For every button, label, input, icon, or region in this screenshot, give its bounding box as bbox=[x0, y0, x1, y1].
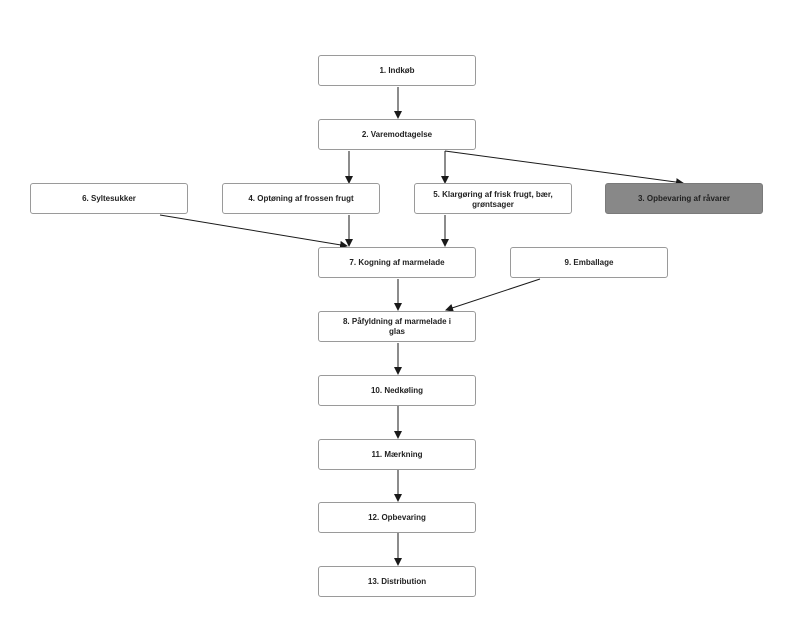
step-13-box: 13. Distribution bbox=[318, 566, 476, 597]
step-4-box: 4. Optøning af frossen frugt bbox=[222, 183, 380, 214]
step-5-label: 5. Klargøring af frisk frugt, bær, grønt… bbox=[433, 190, 553, 209]
step-11-label: 11. Mærkning bbox=[371, 449, 423, 459]
step-8-box: 8. Påfyldning af marmelade i glas bbox=[318, 311, 476, 342]
step-10-box: 10. Nedkøling bbox=[318, 375, 476, 406]
step-1-label: 1. Indkøb bbox=[379, 65, 415, 75]
step-12-box: 12. Opbevaring bbox=[318, 502, 476, 533]
step-13-label: 13. Distribution bbox=[367, 576, 427, 586]
step-6-box: 6. Syltesukker bbox=[30, 183, 188, 214]
step-3-label: 3. Opbevaring af råvarer bbox=[637, 193, 731, 203]
arrow-2-to-3 bbox=[444, 150, 684, 187]
arrow-6-to-7 bbox=[159, 214, 348, 249]
step-5-box: 5. Klargøring af frisk frugt, bær, grønt… bbox=[414, 183, 572, 214]
step-9-box: 9. Emballage bbox=[510, 247, 668, 278]
step-2-box: 2. Varemodtagelse bbox=[318, 119, 476, 150]
arrow-9-to-8 bbox=[445, 278, 541, 312]
step-9-label: 9. Emballage bbox=[564, 257, 614, 267]
step-7-label: 7. Kogning af marmelade bbox=[349, 257, 445, 267]
step-10-label: 10. Nedkøling bbox=[370, 385, 423, 395]
step-3-box: 3. Opbevaring af råvarer bbox=[605, 183, 763, 214]
step-7-box: 7. Kogning af marmelade bbox=[318, 247, 476, 278]
step-11-box: 11. Mærkning bbox=[318, 439, 476, 470]
step-12-label: 12. Opbevaring bbox=[368, 512, 426, 522]
step-8-label: 8. Påfyldning af marmelade i glas bbox=[342, 316, 452, 336]
step-4-label: 4. Optøning af frossen frugt bbox=[248, 193, 354, 203]
step-6-label: 6. Syltesukker bbox=[82, 193, 136, 203]
step-1-box: 1. Indkøb bbox=[318, 55, 476, 86]
step-2-label: 2. Varemodtagelse bbox=[361, 129, 433, 139]
